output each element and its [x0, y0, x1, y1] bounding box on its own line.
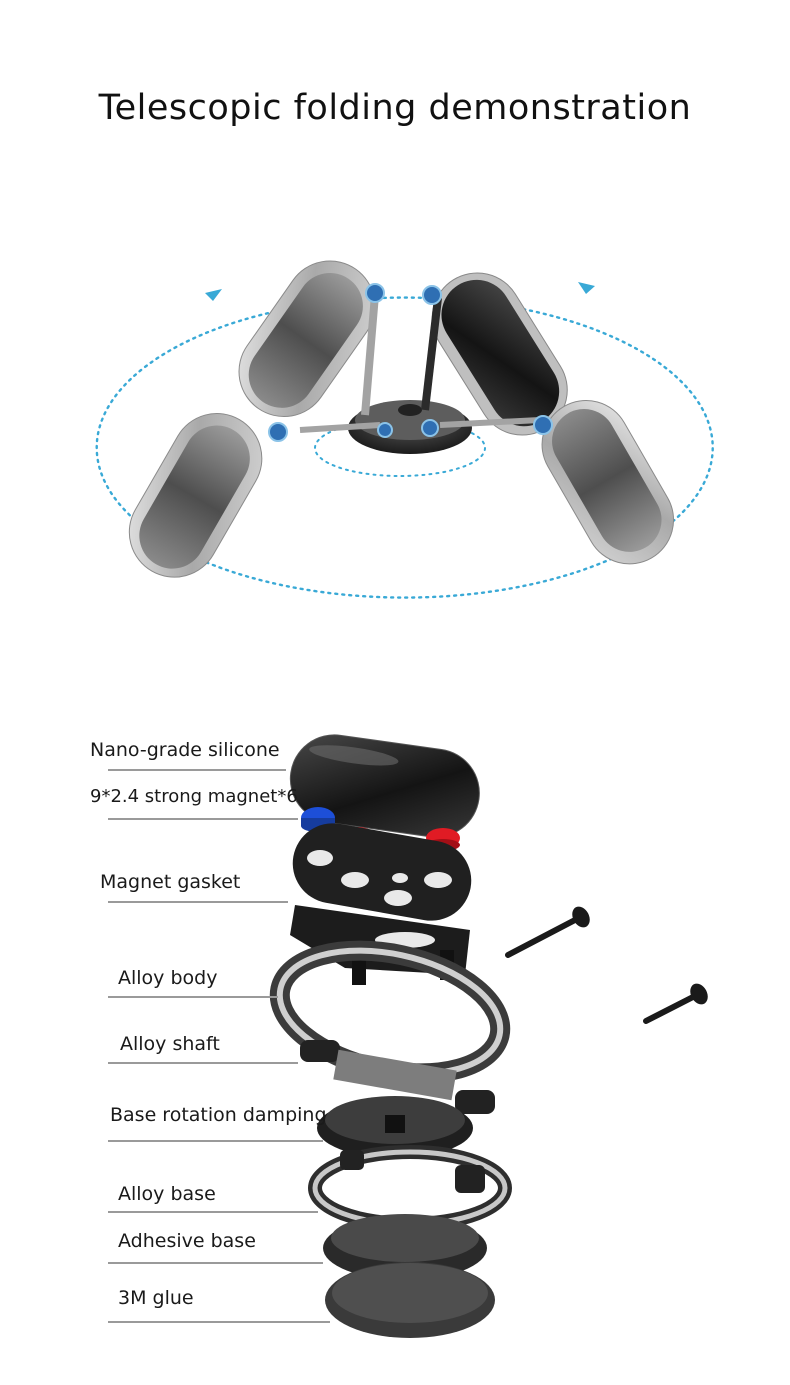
arrow-left-icon	[205, 289, 222, 301]
part-alloy-base	[308, 1145, 512, 1231]
leader-line	[108, 1211, 318, 1213]
part-adhesive-base	[323, 1214, 487, 1280]
part-label: Magnet gasket	[100, 871, 241, 893]
exploded-view	[269, 734, 708, 1338]
part-alloy-shaft	[300, 1040, 495, 1114]
part-rotation-damping	[317, 1096, 473, 1158]
joint-icon	[422, 285, 442, 305]
part-3m-glue	[325, 1262, 495, 1338]
leader-line	[108, 769, 286, 771]
part-label: Nano-grade silicone	[90, 739, 280, 761]
part-silicone-pad	[289, 734, 480, 838]
leader-line	[108, 1062, 298, 1064]
leader-line	[108, 1321, 330, 1323]
part-label: 9*2.4 strong magnet*6	[90, 786, 298, 807]
part-label: Alloy shaft	[120, 1033, 220, 1055]
part-screw	[643, 983, 708, 1024]
page-title: Telescopic folding demonstration	[98, 88, 692, 128]
joint-icon	[377, 422, 393, 438]
joint-icon	[421, 419, 439, 437]
rotation-dotted-path	[95, 296, 714, 537]
part-label: Alloy body	[118, 967, 218, 989]
part-label: Alloy base	[118, 1183, 216, 1205]
leader-line	[108, 1140, 323, 1142]
part-magnet-gasket	[292, 823, 472, 921]
leader-line	[108, 1262, 323, 1264]
leader-line	[108, 818, 298, 820]
joint-icon	[268, 422, 288, 442]
part-screw	[505, 906, 590, 958]
leader-line	[108, 901, 288, 903]
part-label: 3M glue	[118, 1287, 194, 1309]
arrow-right-icon	[578, 282, 595, 294]
part-label: Adhesive base	[118, 1230, 256, 1252]
leader-line	[108, 996, 278, 998]
part-label: Base rotation damping	[110, 1104, 327, 1126]
folding-demo	[95, 260, 714, 599]
joint-icon	[533, 415, 553, 435]
joint-icon	[365, 283, 385, 303]
